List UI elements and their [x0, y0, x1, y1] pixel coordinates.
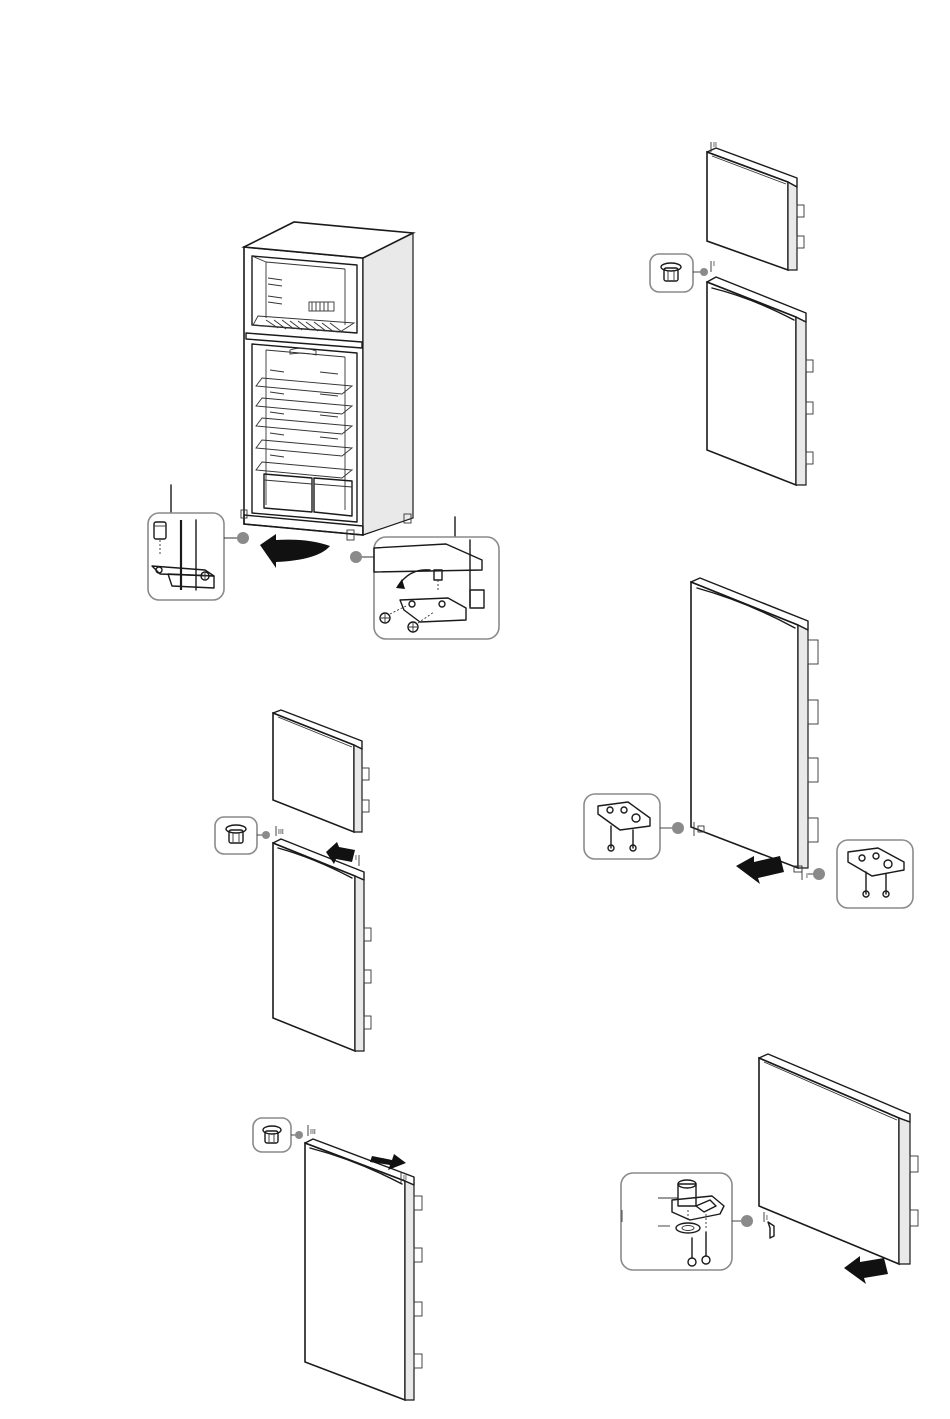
refrigerator-cabinet — [241, 222, 413, 540]
direction-arrow-icon — [326, 842, 355, 864]
fridge-door-tall: I I — [691, 578, 818, 880]
callout-hinge-pin-middle — [215, 817, 270, 854]
svg-text:III: III — [278, 829, 284, 836]
svg-text:I: I — [806, 873, 808, 880]
fridge-door-top: I — [707, 261, 813, 485]
freezer-door — [273, 710, 369, 832]
fig-freezer-door-removed: II I — [650, 142, 813, 485]
svg-text:I: I — [713, 261, 715, 268]
svg-text:III: III — [310, 1129, 316, 1136]
callout-hinge-bracket-right — [808, 840, 913, 908]
callout-hinge-pin-bottom — [253, 1118, 303, 1152]
fig-door-bottom-hinges: I I — [584, 578, 913, 908]
direction-arrow-icon — [844, 1256, 888, 1284]
fridge-door: III II — [305, 1125, 422, 1400]
fig-cabinet-rear-hinge — [148, 222, 499, 639]
rotation-arrow-icon — [260, 534, 330, 568]
svg-text:I: I — [355, 855, 357, 862]
fig-freezer-door-reinstall: III I — [215, 710, 371, 1051]
direction-arrow-icon — [736, 856, 784, 884]
callout-hinge-bracket-right — [350, 517, 499, 639]
svg-text:I: I — [766, 1215, 768, 1222]
callout-hinge-pin-top — [650, 254, 708, 292]
callout-hinge-assembly — [621, 1173, 753, 1270]
freezer-door-large: I — [759, 1054, 918, 1264]
fig-door-attach-hinge: I — [621, 1054, 918, 1284]
svg-text:II: II — [713, 142, 717, 149]
freezer-door: II — [707, 142, 804, 270]
callout-hinge-bracket-left — [584, 794, 684, 859]
svg-text:II: II — [403, 1175, 407, 1182]
fridge-door: III I — [273, 826, 371, 1051]
callout-hinge-pin-left — [148, 485, 249, 600]
fig-fridge-door-slide-off: III II — [253, 1118, 422, 1400]
